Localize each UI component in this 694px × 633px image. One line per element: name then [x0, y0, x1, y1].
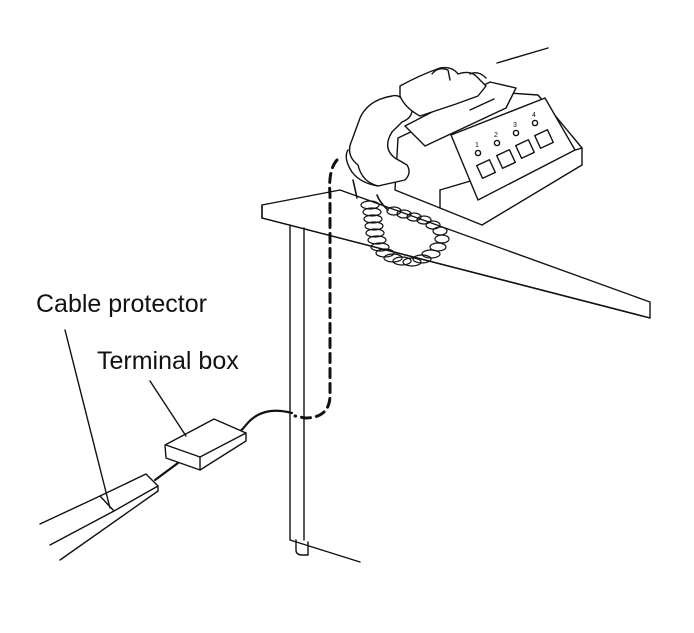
key-number-1: 1 — [475, 142, 479, 149]
desk-foot — [295, 539, 309, 556]
telephone — [345, 66, 583, 226]
cable-protector — [39, 473, 159, 561]
terminal-box-leader — [149, 380, 187, 437]
key-4 — [533, 128, 555, 150]
lamp-2 — [493, 139, 501, 147]
concealed-cord — [293, 158, 339, 420]
terminal-box — [164, 418, 247, 471]
key-number-3: 3 — [513, 122, 517, 129]
wall-line — [496, 47, 549, 64]
lamp-3 — [512, 129, 520, 137]
coiled-cord — [352, 179, 450, 267]
box-to-protector-cable — [153, 461, 180, 482]
key-number-2: 2 — [494, 132, 498, 139]
cable-protector-label: Cable protector — [36, 290, 207, 318]
handset — [348, 94, 413, 187]
key-number-4: 4 — [532, 112, 536, 119]
key-2 — [495, 148, 517, 170]
terminal-box-label: Terminal box — [97, 347, 239, 375]
desk — [261, 189, 651, 563]
cable-protector-leader — [64, 329, 111, 509]
handset-earpiece — [399, 66, 487, 117]
lamp-1 — [474, 149, 482, 157]
key-3 — [514, 138, 536, 160]
key-1 — [475, 158, 497, 180]
lamp-4 — [531, 119, 539, 127]
